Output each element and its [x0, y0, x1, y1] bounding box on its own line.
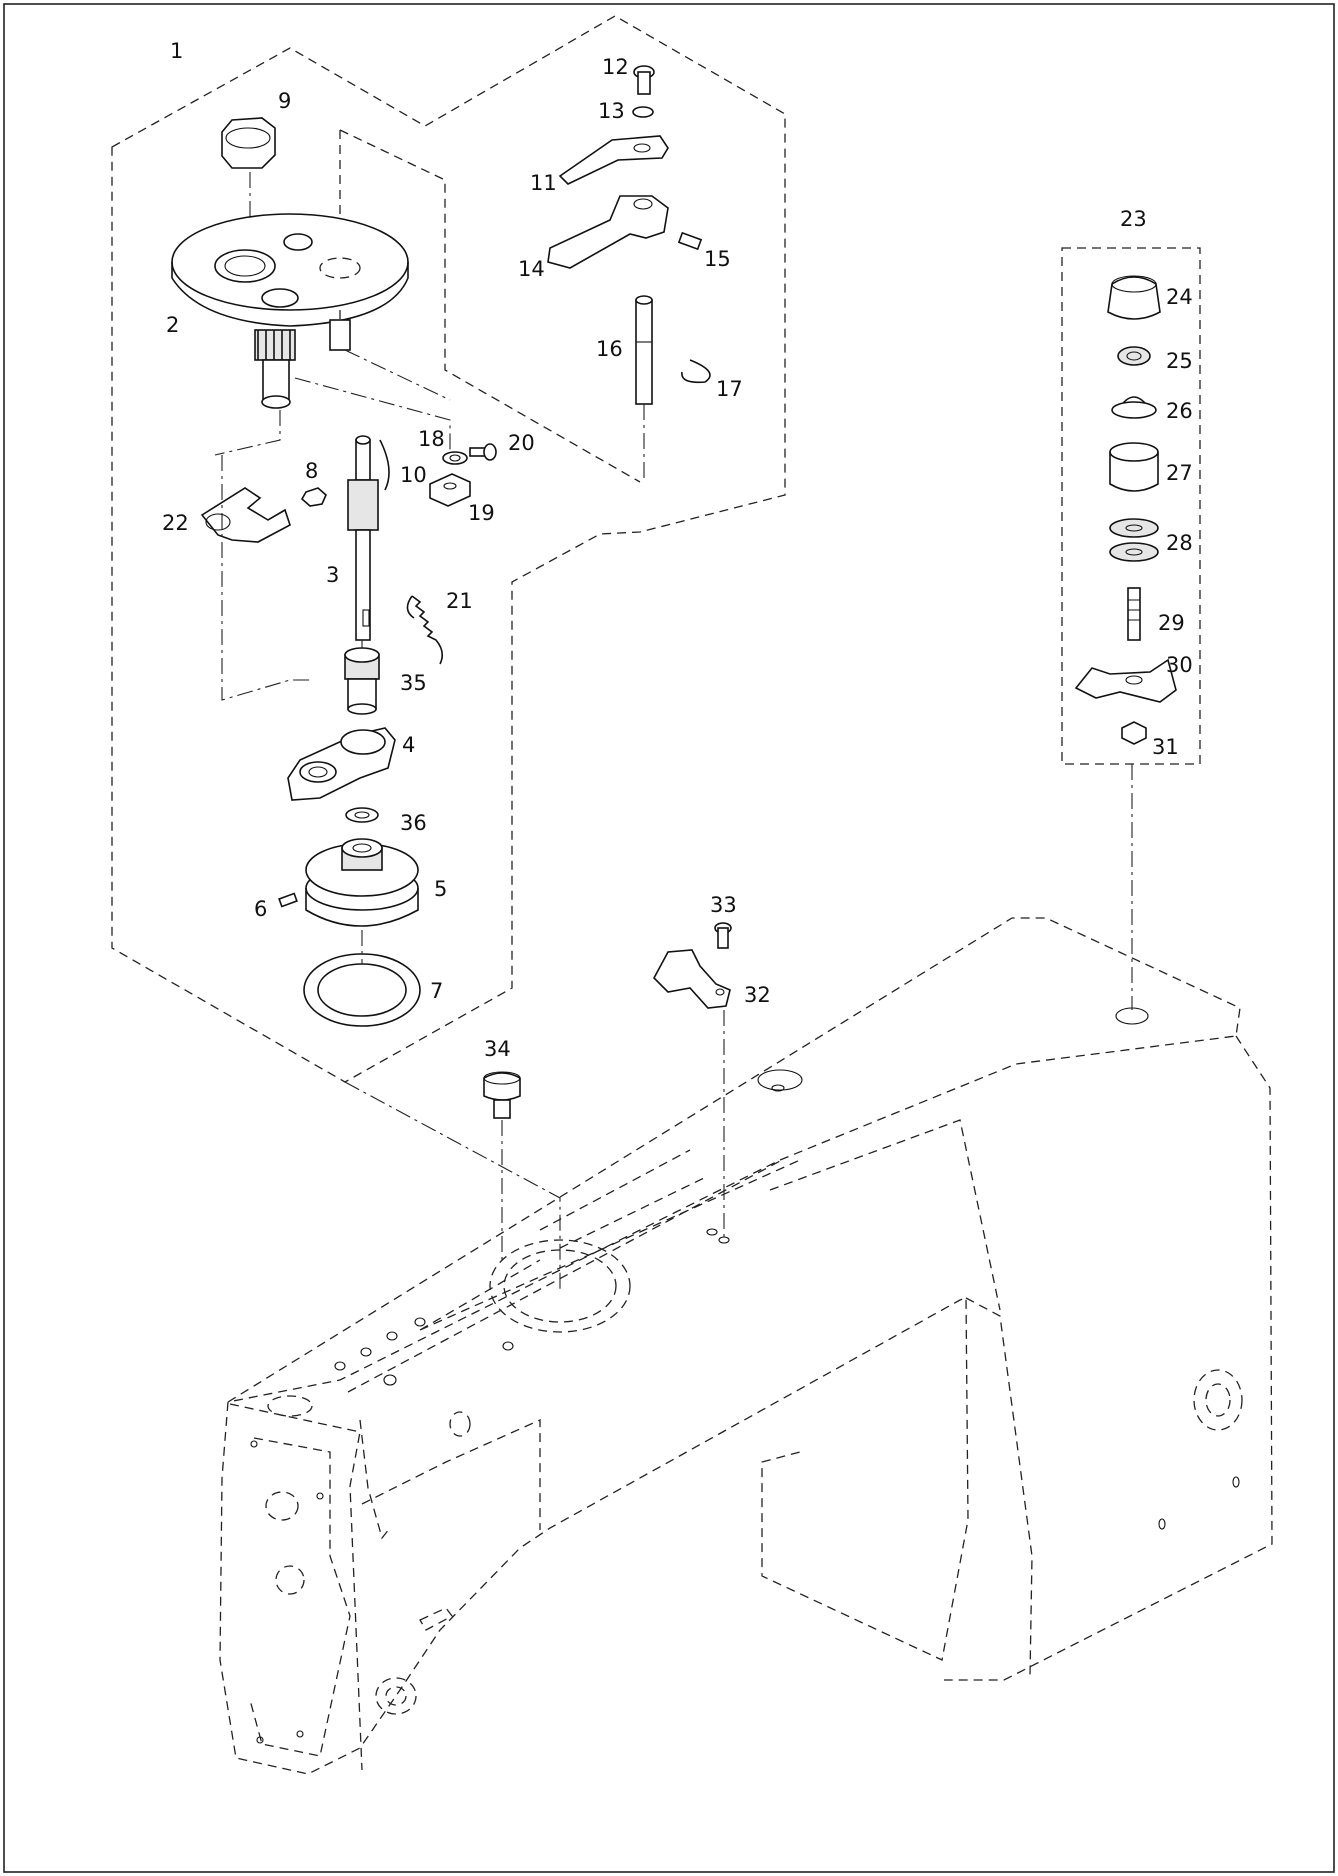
callout-25: 25: [1166, 349, 1193, 373]
part-36-washer: [345, 807, 379, 823]
part-24-knob: [1107, 275, 1161, 320]
part-14-arm: [547, 195, 669, 269]
callout-9: 9: [278, 89, 291, 113]
part-35-bushing: [344, 647, 380, 715]
callout-23: 23: [1120, 207, 1147, 231]
callout-1: 1: [170, 39, 183, 63]
callout-4: 4: [402, 733, 415, 757]
callout-27: 27: [1166, 461, 1193, 485]
part-17-retaining-ring: [681, 359, 711, 384]
part-29-stud: [1127, 587, 1141, 641]
part-4-crank: [287, 727, 396, 801]
group-1-boundary: [111, 15, 786, 1083]
callout-3: 3: [326, 563, 339, 587]
callout-14: 14: [518, 257, 545, 281]
callout-8: 8: [305, 459, 318, 483]
callout-5: 5: [434, 877, 447, 901]
callout-17: 17: [716, 377, 743, 401]
callout-12: 12: [602, 55, 629, 79]
part-25-bearing: [1117, 346, 1151, 366]
machine-arm-body: [219, 917, 1273, 1775]
callout-7: 7: [430, 979, 443, 1003]
group-23-boundary: [1061, 247, 1201, 765]
callout-31: 31: [1152, 735, 1179, 759]
callout-20: 20: [508, 431, 535, 455]
callout-15: 15: [704, 247, 731, 271]
part-8-nut: [300, 487, 327, 507]
part-22-bracket: [200, 487, 291, 543]
part-20-screw: [469, 443, 497, 461]
callout-11: 11: [530, 171, 557, 195]
inner-subassembly-boundary: [339, 129, 641, 483]
centerline-belt-to-arm: [344, 1081, 561, 1290]
part-27-sleeve: [1109, 442, 1159, 492]
part-12-screw: [633, 65, 655, 95]
callout-13: 13: [598, 99, 625, 123]
callout-22: 22: [162, 511, 189, 535]
callout-30: 30: [1166, 653, 1193, 677]
callout-19: 19: [468, 501, 495, 525]
part-32-bracket: [653, 949, 731, 1009]
part-6-setscrew: [278, 892, 298, 908]
part-3-shaft: [347, 435, 390, 641]
part-18-washer: [442, 451, 468, 465]
part-15-screw: [677, 231, 703, 251]
callout-16: 16: [596, 337, 623, 361]
part-16-pin: [635, 295, 653, 405]
callout-33: 33: [710, 893, 737, 917]
part-11-lever: [558, 135, 669, 185]
centerline-left: [221, 455, 310, 701]
callout-28: 28: [1166, 531, 1193, 555]
part-7-belt: [303, 953, 421, 1027]
callout-21: 21: [446, 589, 473, 613]
part-9-cap: [221, 117, 276, 169]
callout-29: 29: [1158, 611, 1185, 635]
callout-32: 32: [744, 983, 771, 1007]
callout-24: 24: [1166, 285, 1193, 309]
callout-10: 10: [400, 463, 427, 487]
part-34-screw: [483, 1071, 521, 1119]
part-13-washer: [632, 106, 654, 118]
callout-36: 36: [400, 811, 427, 835]
part-5-pulley: [305, 838, 419, 927]
callout-2: 2: [166, 313, 179, 337]
callout-18: 18: [418, 427, 445, 451]
part-2-top-plate: [171, 213, 409, 409]
part-21-spring: [406, 595, 444, 665]
part-33-screw: [714, 922, 732, 949]
callout-35: 35: [400, 671, 427, 695]
page-border: [3, 3, 1335, 1873]
part-28-discs: [1109, 518, 1159, 562]
part-31-nut: [1121, 721, 1147, 745]
part-10-block: [429, 473, 471, 507]
callout-34: 34: [484, 1037, 511, 1061]
part-30-bracket: [1074, 658, 1177, 703]
part-26-spring: [1111, 396, 1157, 419]
callout-6: 6: [254, 897, 267, 921]
callout-26: 26: [1166, 399, 1193, 423]
centerline-2: [214, 349, 451, 460]
